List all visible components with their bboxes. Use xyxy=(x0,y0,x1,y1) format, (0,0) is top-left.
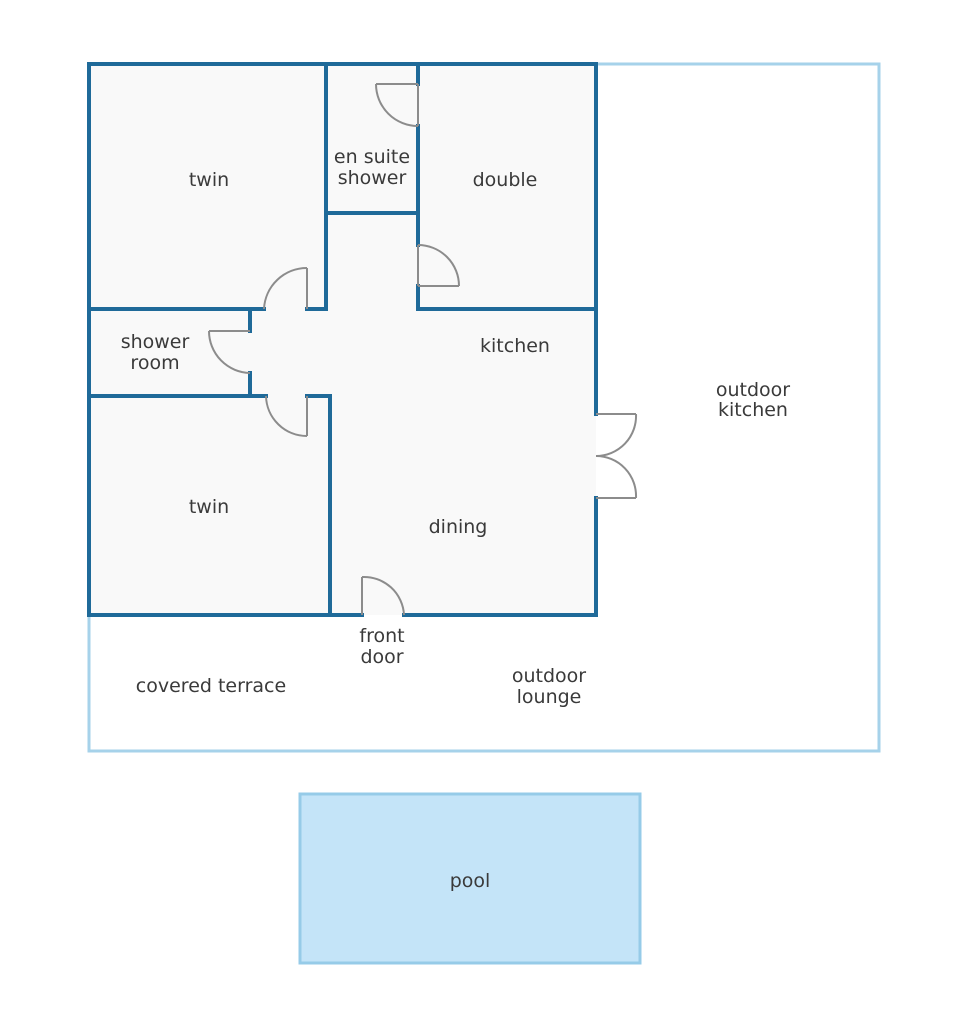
label-en-suite-line1: en suite xyxy=(334,146,410,168)
door-en-suite xyxy=(375,83,419,127)
door-double xyxy=(417,244,460,287)
label-shower-room-line1: shower xyxy=(121,331,190,353)
pool xyxy=(298,792,642,965)
room-labels: twin en suite shower double shower room … xyxy=(121,146,791,892)
label-shower-room-line2: room xyxy=(130,352,179,374)
label-outdoor-kitchen-line2: kitchen xyxy=(718,399,788,421)
label-double: double xyxy=(473,169,538,191)
door-twin-bottom xyxy=(265,395,308,437)
label-en-suite-line2: shower xyxy=(338,167,407,189)
door-twin-top xyxy=(263,266,308,310)
interior-floor xyxy=(89,64,596,615)
label-front-door-line1: front xyxy=(359,625,404,647)
label-dining: dining xyxy=(429,516,488,538)
walls xyxy=(87,62,598,617)
label-covered-terrace: covered terrace xyxy=(136,675,286,697)
label-pool: pool xyxy=(450,870,491,892)
door-front xyxy=(361,575,405,616)
label-twin-top: twin xyxy=(189,169,229,191)
label-twin-bottom: twin xyxy=(189,496,229,518)
door-patio xyxy=(595,413,638,499)
label-kitchen: kitchen xyxy=(480,335,550,357)
doors xyxy=(208,83,638,616)
label-outdoor-lounge-line1: outdoor xyxy=(512,665,586,687)
label-outdoor-kitchen-line1: outdoor xyxy=(716,379,790,401)
label-front-door-line2: door xyxy=(360,646,403,668)
door-shower-room xyxy=(208,330,251,374)
label-outdoor-lounge-line2: lounge xyxy=(517,686,582,708)
